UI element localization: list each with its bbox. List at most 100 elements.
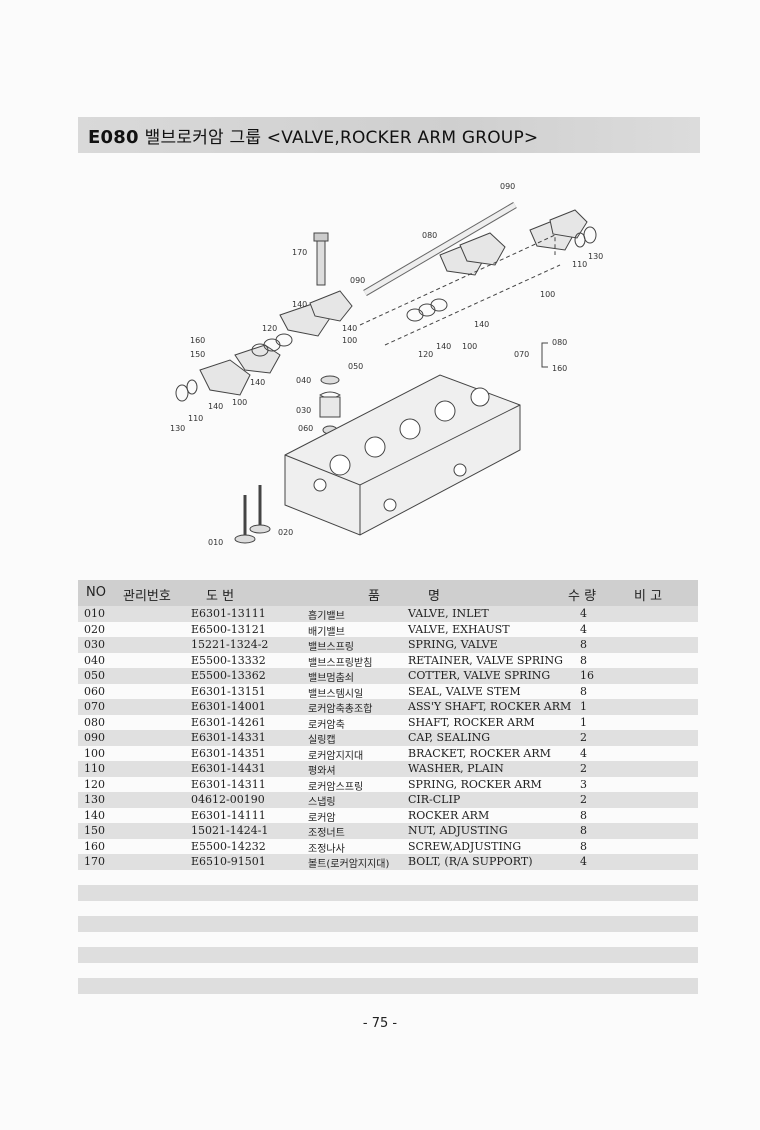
row-qty: 8 [580,653,587,667]
row-english-name: CIR-CLIP [408,793,461,806]
row-english-name: CAP, SEALING [408,731,491,744]
row-part-no: E6301-14111 [191,808,266,822]
callout-label: 050 [348,362,363,371]
row-part-no: E5500-13362 [191,669,266,682]
row-qty: 2 [580,762,587,775]
callout-label: 140 [342,324,357,333]
row-english-name: ROCKER ARM [408,808,490,822]
row-korean-name: 평와셔 [308,766,336,777]
row-part-no: 15221-1324-2 [191,638,269,651]
row-korean-name: 배기밸브 [308,626,345,638]
exploded-parts-diagram: 090 080 170 090 140 120 140 100 160 150 … [160,175,620,555]
callout-label: 160 [190,336,205,345]
header-qty: 수 량 [568,589,597,604]
callout-label: 170 [292,248,307,257]
row-no: 090 [84,731,105,744]
row-no: 150 [84,824,105,837]
row-no: 010 [84,607,105,620]
row-part-no: 15021-1424-1 [191,824,269,837]
row-english-name: VALVE, EXHAUST [408,622,510,636]
callout-label: 040 [296,376,311,385]
row-english-name: SPRING, VALVE [408,638,498,651]
callout-label: 140 [250,378,265,387]
header-drawing-no: 도 번 [206,589,235,604]
row-no: 050 [84,669,105,682]
section-code: E080 [88,127,139,148]
callout-label: 140 [436,342,451,351]
row-no: 110 [84,762,105,775]
row-qty: 8 [580,808,587,822]
row-english-name: SPRING, ROCKER ARM [408,777,542,791]
callout-label: 020 [278,528,293,537]
row-english-name: NUT, ADJUSTING [408,824,508,837]
row-no: 030 [84,638,105,651]
callout-label: 140 [208,402,223,411]
row-no: 140 [84,808,105,822]
row-qty: 1 [580,715,587,729]
row-part-no: E5500-14232 [191,839,266,853]
row-no: 130 [84,793,105,806]
row-english-name: BOLT, (R/A SUPPORT) [408,855,533,868]
row-part-no: E6301-14001 [191,700,266,713]
row-korean-name: 밸브멈춤쇠 [308,673,354,684]
row-qty: 2 [580,793,587,806]
row-part-no: E6301-14431 [191,762,266,775]
callout-label: 080 [552,338,567,347]
section-name: 밸브로커암 그룹 <VALVE,ROCKER ARM GROUP> [144,128,539,148]
callout-label: 160 [552,364,567,373]
row-korean-name: 로커암 [308,812,336,824]
callout-label: 110 [188,414,203,423]
row-part-no: E6500-13121 [191,622,266,636]
row-no: 020 [84,622,105,636]
row-no: 060 [84,684,105,698]
callout-label: 100 [462,342,477,351]
row-english-name: SEAL, VALVE STEM [408,684,521,698]
row-part-no: E6301-13151 [191,684,266,698]
callout-label: 130 [588,252,603,261]
row-part-no: E6301-14331 [191,731,266,744]
callout-label: 140 [474,320,489,329]
header-remark: 비 고 [634,589,663,604]
row-qty: 4 [580,855,587,868]
table-row: 140 E6301-14111 로커암 ROCKER ARM 8 [78,808,698,824]
row-qty: 2 [580,731,587,744]
row-part-no: 04612-00190 [191,793,265,806]
callout-label: 010 [208,538,223,547]
row-qty: 3 [580,777,587,791]
row-english-name: RETAINER, VALVE SPRING [408,653,563,667]
row-part-no: E6301-14311 [191,777,266,791]
row-part-no: E6510-91501 [191,855,266,868]
row-part-no: E5500-13332 [191,653,266,667]
row-no: 120 [84,777,105,791]
row-korean-name: 밸브스템시일 [308,688,364,700]
callout-label: 140 [292,300,307,309]
table-row: 120 E6301-14311 로커암스프링 SPRING, ROCKER ARM 3 [78,777,698,793]
callout-label: 060 [298,424,313,433]
callout-label: 030 [296,406,311,415]
row-english-name: BRACKET, ROCKER ARM [408,746,551,760]
row-korean-name: 로커암스프링 [308,781,364,793]
row-english-name: VALVE, INLET [408,607,489,620]
row-korean-name: 볼트(로커암지지대) [308,859,390,870]
row-korean-name: 조정나사 [308,843,345,855]
row-korean-name: 실링캡 [308,735,336,746]
blank-rows [78,870,698,994]
row-korean-name: 조정너트 [308,828,345,839]
row-no: 080 [84,715,105,729]
row-qty: 16 [580,669,594,682]
header-item: 품 [368,589,380,604]
callout-label: 080 [422,231,437,240]
header-no: NO [86,585,106,600]
